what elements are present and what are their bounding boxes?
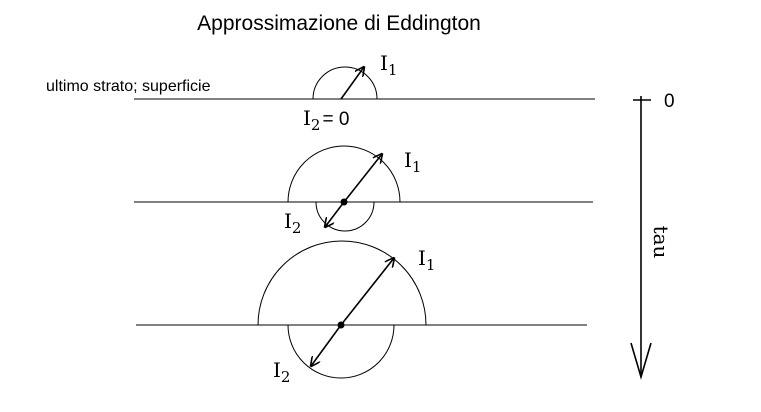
downward-intensity-lobe <box>315 201 375 232</box>
i2-arrow <box>311 324 342 366</box>
i2-label: I2= 0 <box>303 106 349 134</box>
diagram-title: Approssimazione di Eddington <box>197 12 481 35</box>
layer-middle: I1 I2 <box>134 145 593 237</box>
i1-label: I1 <box>404 148 421 176</box>
upward-intensity-lobe <box>287 145 401 203</box>
i1-label: I1 <box>380 51 397 79</box>
downward-intensity-lobe <box>287 324 395 379</box>
upward-intensity-lobe <box>312 66 378 100</box>
tau-zero-label: 0 <box>664 91 675 112</box>
tau-axis-label: tau <box>649 226 673 259</box>
i1-arrow <box>340 67 364 100</box>
surface-layer-label: ultimo strato; superficie <box>46 78 211 95</box>
i2-arrow <box>325 201 345 227</box>
layer-surface: I1 I2= 0 <box>134 51 595 134</box>
i1-arrow <box>343 154 382 203</box>
tau-arrowhead-icon <box>630 342 652 380</box>
i2-label: I2 <box>284 209 301 237</box>
i2-label: I2 <box>273 358 290 386</box>
i1-label: I1 <box>418 246 435 274</box>
upward-intensity-lobe <box>257 240 427 326</box>
layer-deep: I1 I2 <box>136 240 587 386</box>
i1-arrow <box>340 258 394 326</box>
tau-axis: 0 tau <box>630 91 675 380</box>
